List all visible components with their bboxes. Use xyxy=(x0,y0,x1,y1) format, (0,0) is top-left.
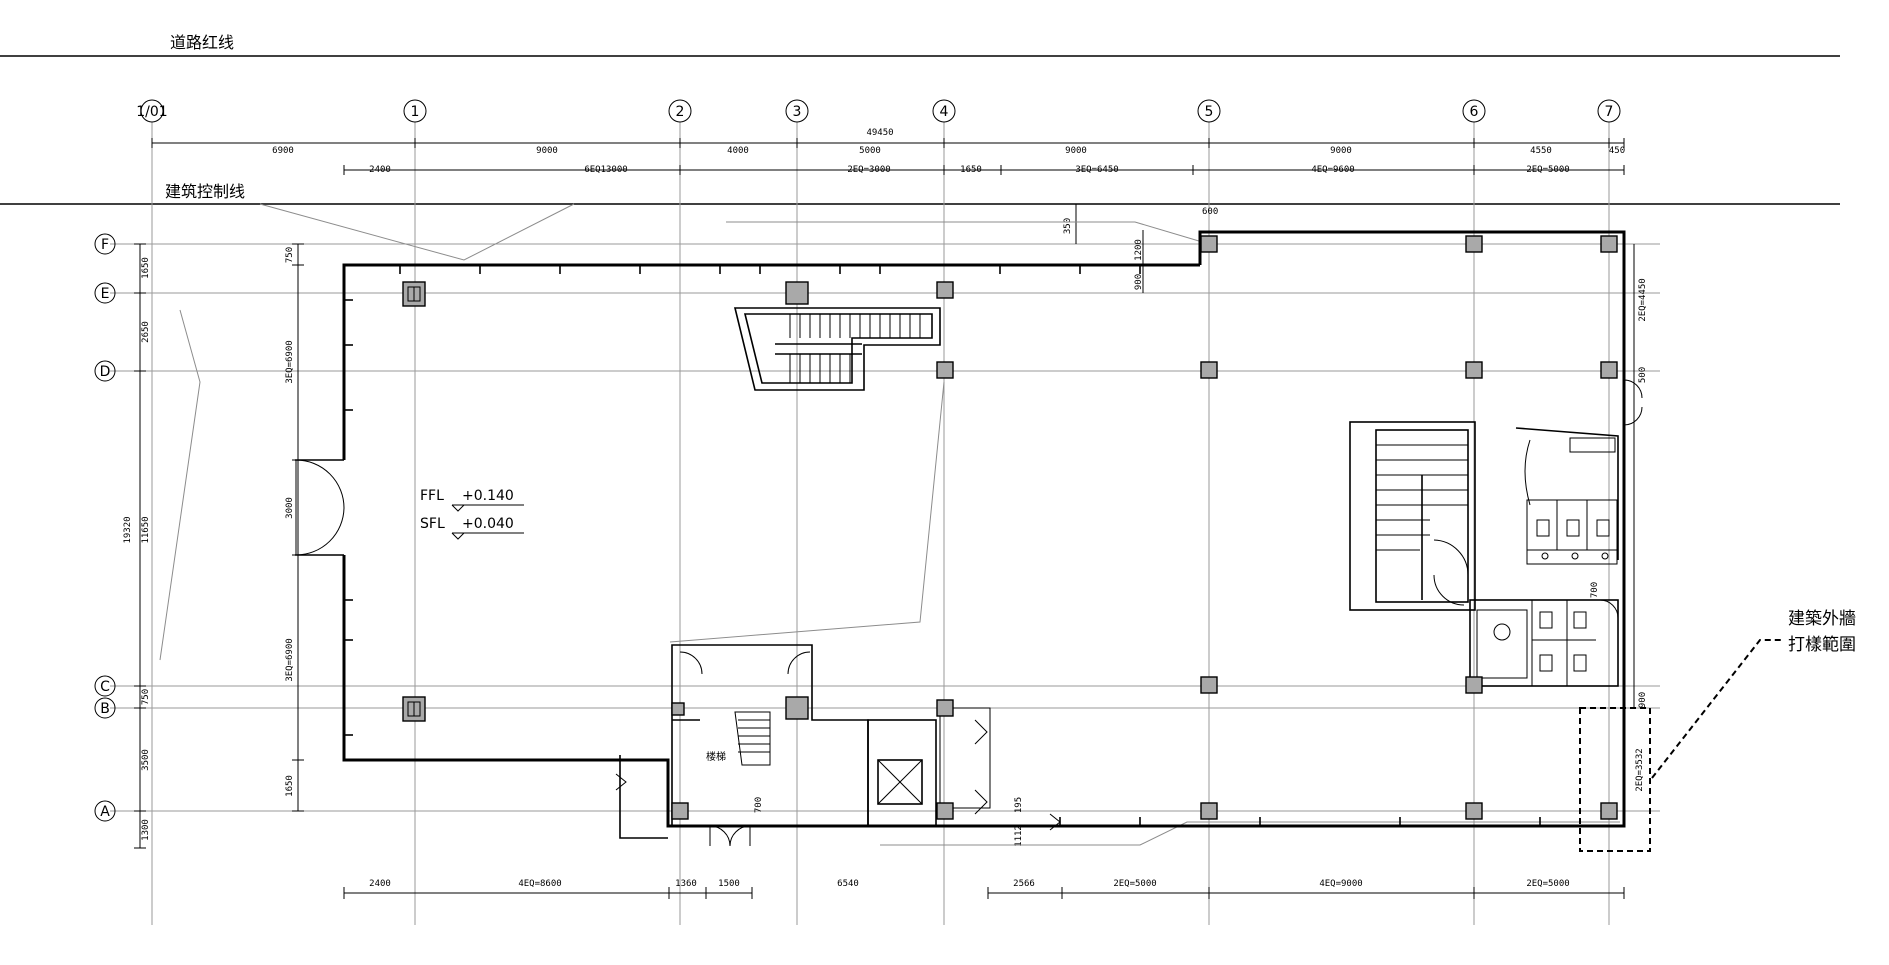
toilet-block xyxy=(1469,427,1619,687)
svg-text:700: 700 xyxy=(1590,582,1600,598)
vertical-grid-lines xyxy=(151,122,1610,925)
svg-text:6540: 6540 xyxy=(837,879,859,889)
svg-text:2EQ=3000: 2EQ=3000 xyxy=(847,165,890,175)
svg-text:2650: 2650 xyxy=(141,321,151,343)
right-side-door xyxy=(1623,379,1643,426)
svg-text:9000: 9000 xyxy=(536,146,558,156)
svg-text:4550: 4550 xyxy=(1530,146,1552,156)
axis-label-6: 6 xyxy=(1470,104,1479,120)
left-dimensions: 19320 1650 2650 11650 750 3500 1300 750 … xyxy=(123,243,304,849)
building-outline xyxy=(342,230,1626,828)
svg-text:3500: 3500 xyxy=(141,749,151,771)
svg-text:1650: 1650 xyxy=(960,165,982,175)
svg-text:19320: 19320 xyxy=(123,516,133,543)
svg-text:5000: 5000 xyxy=(859,146,881,156)
svg-text:2EQ=5000: 2EQ=5000 xyxy=(1113,879,1156,889)
svg-text:49450: 49450 xyxy=(866,128,893,138)
site-boundary-lines xyxy=(159,203,1620,846)
svg-text:2EQ=3532: 2EQ=3532 xyxy=(1635,748,1645,791)
svg-text:6900: 6900 xyxy=(272,146,294,156)
callout-line-1: 建築外牆 xyxy=(1788,609,1856,629)
svg-text:1200: 1200 xyxy=(1134,239,1144,261)
right-stair-core xyxy=(1349,421,1476,611)
bottom-dimensions: 2400 4EQ=8600 1360 1500 6540 2566 2EQ=50… xyxy=(343,879,1625,899)
sfl-value: +0.040 xyxy=(462,516,514,532)
svg-text:2EQ=4450: 2EQ=4450 xyxy=(1638,278,1648,321)
svg-text:750: 750 xyxy=(141,689,151,705)
road-red-line-label: 道路红线 xyxy=(170,33,234,52)
svg-text:3EQ=6900: 3EQ=6900 xyxy=(285,638,295,681)
svg-text:4000: 4000 xyxy=(727,146,749,156)
svg-text:600: 600 xyxy=(1202,207,1218,217)
svg-text:2400: 2400 xyxy=(369,165,391,175)
svg-text:900: 900 xyxy=(1638,692,1648,708)
svg-text:500: 500 xyxy=(1638,367,1648,383)
facade-mockup-callout: 建築外牆 打樣範圍 xyxy=(1579,609,1856,852)
axis-label-3: 3 xyxy=(793,104,802,120)
axis-label-1-01: 1/01 xyxy=(136,104,167,120)
svg-text:11650: 11650 xyxy=(141,516,151,543)
building-control-line-label: 建筑控制线 xyxy=(165,182,245,201)
axis-label-C: C xyxy=(100,679,110,695)
misc-dimensions: 350 600 1200 900 700 700 195 1112 2EQ=44… xyxy=(754,204,1648,847)
top-dimensions: 49450 6900 9000 4000 5000 9000 9000 4550… xyxy=(151,128,1625,175)
svg-text:195: 195 xyxy=(1014,797,1024,813)
left-axis-bubbles: F E D C B A xyxy=(94,233,116,822)
svg-text:750: 750 xyxy=(285,247,295,263)
svg-text:4EQ=9000: 4EQ=9000 xyxy=(1319,879,1362,889)
svg-text:6EQ13000: 6EQ13000 xyxy=(584,165,627,175)
svg-text:2EQ=5000: 2EQ=5000 xyxy=(1526,165,1569,175)
svg-text:4EQ=8600: 4EQ=8600 xyxy=(518,879,561,889)
svg-text:3EQ=6450: 3EQ=6450 xyxy=(1075,165,1118,175)
svg-text:9000: 9000 xyxy=(1330,146,1352,156)
top-axis-bubbles: 1/01 1 2 3 4 5 6 7 xyxy=(136,99,1621,123)
svg-text:2EQ=5000: 2EQ=5000 xyxy=(1526,879,1569,889)
axis-label-5: 5 xyxy=(1205,104,1214,120)
axis-label-4: 4 xyxy=(940,104,949,120)
elevator-shaft xyxy=(867,707,991,827)
main-staircase xyxy=(733,307,941,391)
svg-text:350: 350 xyxy=(1063,218,1073,234)
svg-text:1360: 1360 xyxy=(675,879,697,889)
svg-text:700: 700 xyxy=(754,797,764,813)
callout-line-2: 打樣範圍 xyxy=(1788,635,1856,655)
svg-text:900: 900 xyxy=(1134,274,1144,290)
axis-label-7: 7 xyxy=(1605,104,1614,120)
floor-level-annotations: FFL +0.140 SFL +0.040 xyxy=(420,488,524,540)
axis-label-B: B xyxy=(100,701,110,717)
svg-text:1500: 1500 xyxy=(718,879,740,889)
svg-text:1300: 1300 xyxy=(141,819,151,841)
axis-label-E: E xyxy=(101,286,110,302)
axis-label-1: 1 xyxy=(411,104,420,120)
svg-text:4EQ=9600: 4EQ=9600 xyxy=(1311,165,1354,175)
stair-room-lower: 楼梯 xyxy=(671,644,869,826)
axis-label-F: F xyxy=(101,237,109,253)
axis-label-A: A xyxy=(100,804,110,820)
horizontal-grid-lines xyxy=(110,243,1660,812)
svg-text:1650: 1650 xyxy=(285,775,295,797)
svg-text:2400: 2400 xyxy=(369,879,391,889)
lower-left-steps xyxy=(615,755,1061,839)
entrance-double-door xyxy=(295,459,345,556)
ffl-label: FFL xyxy=(420,488,444,504)
svg-text:9000: 9000 xyxy=(1065,146,1087,156)
svg-text:3000: 3000 xyxy=(285,497,295,519)
svg-text:450: 450 xyxy=(1609,146,1625,156)
axis-label-2: 2 xyxy=(676,104,685,120)
columns xyxy=(402,235,1618,820)
svg-text:2566: 2566 xyxy=(1013,879,1035,889)
sfl-label: SFL xyxy=(420,516,445,532)
lower-entrance-door xyxy=(709,825,751,847)
stair-label: 楼梯 xyxy=(706,750,726,763)
svg-text:3EQ=6900: 3EQ=6900 xyxy=(285,340,295,383)
svg-text:1112: 1112 xyxy=(1014,825,1024,847)
svg-text:1650: 1650 xyxy=(141,257,151,279)
ffl-value: +0.140 xyxy=(462,488,514,504)
axis-label-D: D xyxy=(100,364,111,380)
